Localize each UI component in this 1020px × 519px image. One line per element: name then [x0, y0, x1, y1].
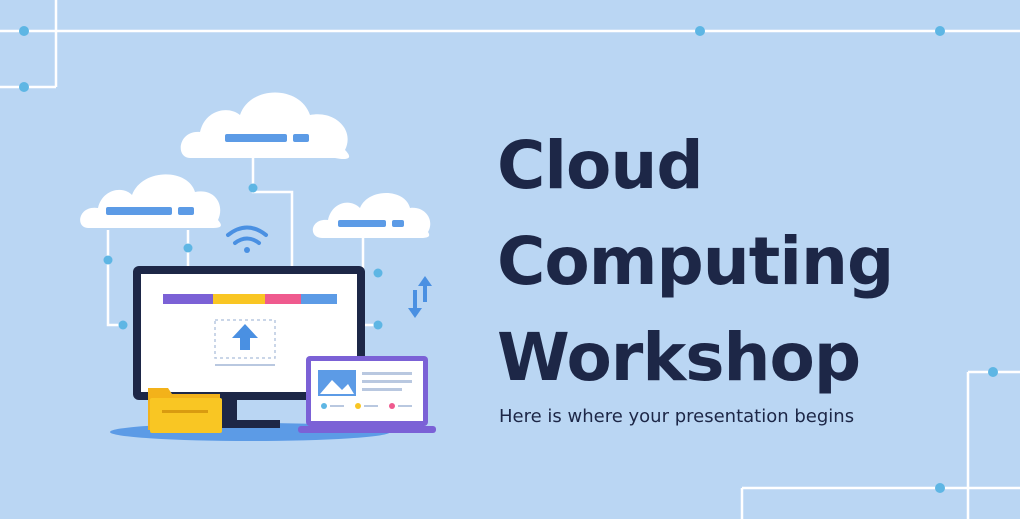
cloud-icon: [80, 174, 221, 228]
folder-icon: [148, 388, 222, 433]
title-line-1: Cloud: [497, 127, 704, 204]
cloud-illustration: [80, 92, 436, 441]
sync-arrows-icon: [408, 276, 432, 318]
monitor: [110, 266, 390, 441]
cloud-icon: [312, 193, 431, 238]
wifi-icon: [226, 225, 268, 253]
image-icon: [318, 370, 356, 396]
title-line-2: Computing: [497, 223, 894, 300]
subtitle: Here is where your presentation begins: [499, 406, 855, 427]
cloud-icon: [180, 92, 350, 160]
upload-arrow-icon: [232, 324, 258, 350]
page-title: Cloud Computing Workshop: [497, 118, 894, 406]
title-line-3: Workshop: [497, 319, 861, 396]
laptop: [298, 356, 436, 433]
